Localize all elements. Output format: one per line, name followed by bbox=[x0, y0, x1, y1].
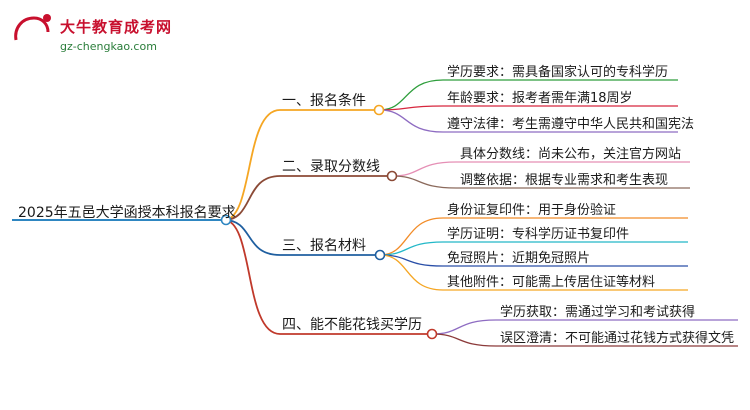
branch-label-4: 四、能不能花钱买学历 bbox=[282, 317, 422, 333]
leaf-label-3-1: 身份证复印件：用于身份验证 bbox=[447, 203, 617, 218]
leaf-label-4-2: 误区澄清：不可能通过花钱方式获得文凭 bbox=[500, 331, 735, 346]
branch-node-2[interactable] bbox=[386, 170, 398, 182]
leaf-label-3-2: 学历证明：专科学历证书复印件 bbox=[447, 227, 630, 242]
leaf-label-2-1: 具体分数线：尚未公布，关注官方网站 bbox=[460, 147, 682, 162]
leaf-label-2-2: 调整依据：根据专业需求和考生表现 bbox=[460, 173, 669, 188]
leaf-label-3-3: 免冠照片：近期免冠照片 bbox=[447, 251, 591, 266]
leaf-curve-3-3 bbox=[379, 254, 444, 267]
branch-node-4[interactable] bbox=[426, 328, 438, 340]
branch-curve-2 bbox=[223, 175, 281, 221]
leaf-curve-1-1 bbox=[378, 79, 444, 111]
leaf-label-1-1: 学历要求：需具备国家认可的专科学历 bbox=[447, 65, 669, 80]
root-node[interactable] bbox=[220, 214, 232, 226]
leaf-curve-4-1 bbox=[431, 319, 497, 335]
leaf-curve-4-2 bbox=[431, 333, 497, 347]
branch-label-3: 三、报名材料 bbox=[282, 238, 366, 254]
root-topic: 2025年五邑大学函授本科报名要求 bbox=[18, 205, 236, 221]
leaf-label-3-4: 其他附件：可能需上传居住证等材料 bbox=[447, 275, 656, 290]
leaf-curve-1-2 bbox=[378, 105, 444, 111]
branch-curve-4 bbox=[223, 219, 281, 335]
branch-node-1[interactable] bbox=[373, 104, 385, 116]
branch-curve-1 bbox=[223, 109, 281, 221]
leaf-curve-2-2 bbox=[391, 175, 457, 189]
leaf-curve-3-4 bbox=[379, 254, 444, 291]
leaf-curve-1-3 bbox=[378, 109, 444, 133]
site-logo: 大牛教育成考网 gz-chengkao.com bbox=[8, 10, 178, 56]
leaf-curve-3-2 bbox=[379, 241, 444, 256]
branch-label-1: 一、报名条件 bbox=[282, 93, 366, 109]
leaf-label-4-1: 学历获取：需通过学习和考试获得 bbox=[500, 305, 696, 320]
leaf-curve-2-1 bbox=[391, 161, 457, 177]
logo-url: gz-chengkao.com bbox=[60, 40, 157, 53]
logo-title: 大牛教育成考网 bbox=[60, 18, 173, 36]
leaf-label-1-2: 年龄要求：报考者需年满18周岁 bbox=[447, 91, 633, 106]
branch-curve-3 bbox=[223, 219, 281, 256]
leaf-curve-3-1 bbox=[379, 217, 444, 256]
leaf-label-1-3: 遵守法律：考生需遵守中华人民共和国宪法 bbox=[447, 117, 695, 132]
branch-label-2: 二、录取分数线 bbox=[282, 159, 380, 175]
branch-node-3[interactable] bbox=[374, 249, 386, 261]
logo-mark-icon bbox=[14, 14, 51, 41]
